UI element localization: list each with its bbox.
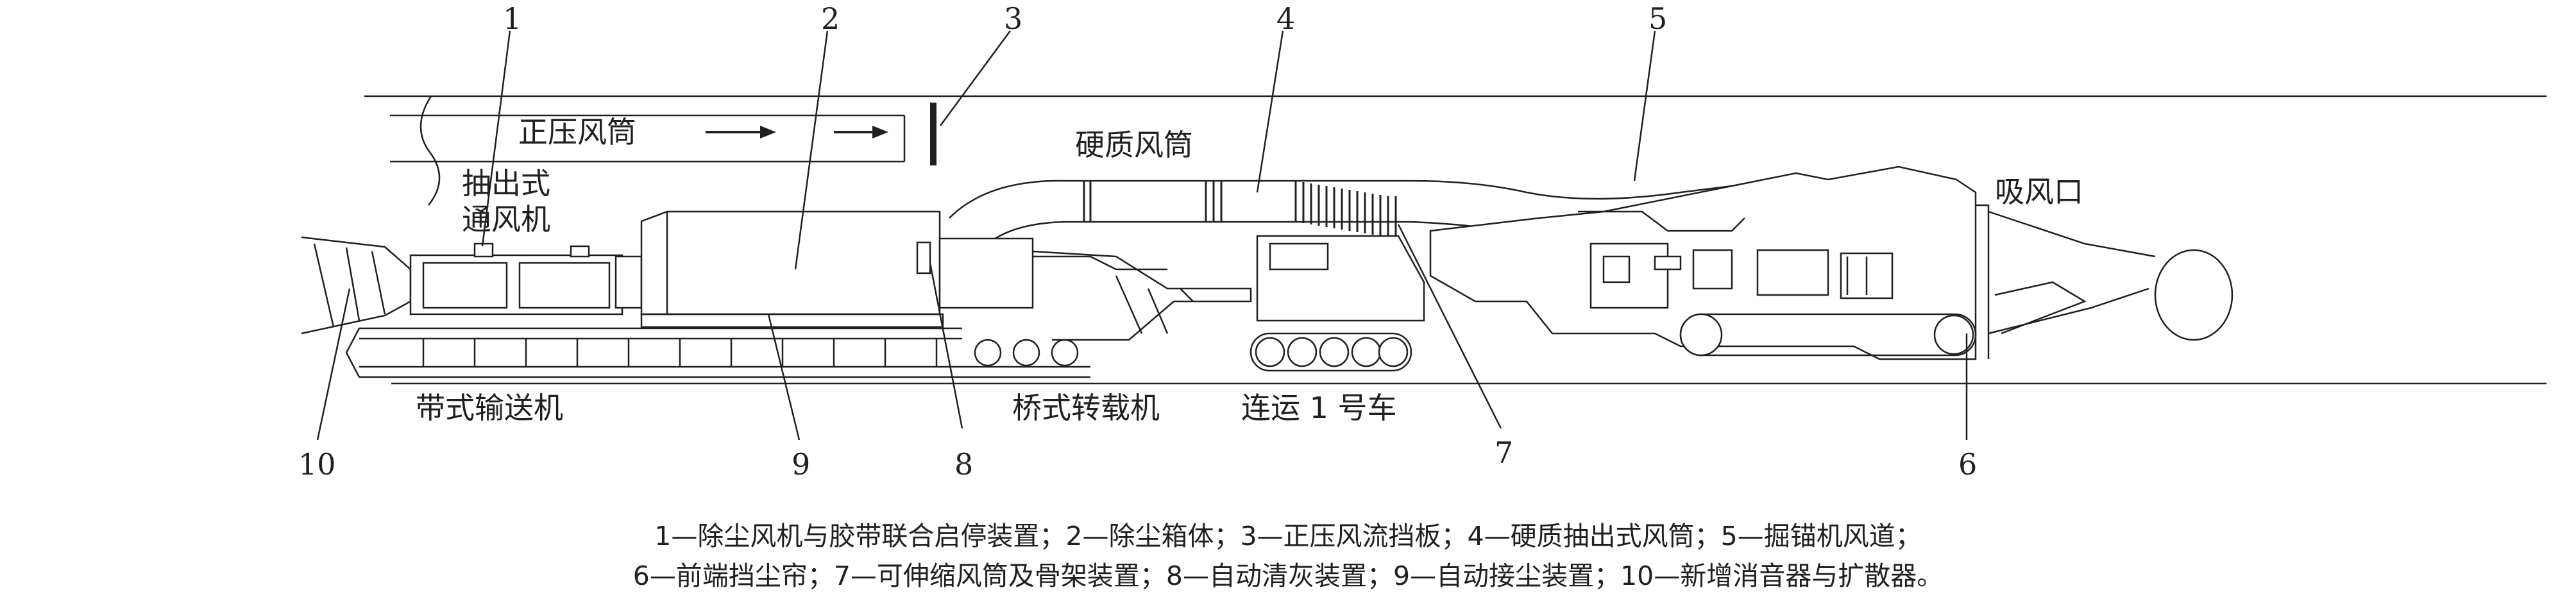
callout-10: 10 [298, 447, 336, 482]
label-shuttle-car: 连运 1 号车 [1241, 391, 1397, 425]
callout-4: 4 [1276, 1, 1295, 36]
dust-removal-fan [409, 242, 643, 316]
callout-9: 9 [792, 447, 810, 482]
label-bridge-loader: 桥式转载机 [1012, 391, 1160, 425]
label-positive-duct: 正压风筒 [518, 115, 636, 149]
tunnel-outline [364, 95, 2546, 385]
callout-5: 5 [1648, 1, 1667, 36]
positive-pressure-duct [390, 103, 936, 165]
label-hard-duct: 硬质风筒 [1075, 128, 1193, 162]
label-suction-inlet: 吸风口 [1995, 174, 2083, 209]
caption-line-1: 1—除尘风机与胶带联合启停装置；2—除尘箱体；3—正压风流挡板；4—硬质抽出式风… [654, 521, 1921, 551]
cutting-head [1988, 210, 2233, 341]
dust-removal-box [640, 210, 944, 328]
leader-lines [316, 30, 1968, 441]
label-belt-conveyor: 带式输送机 [416, 391, 563, 425]
callout-2: 2 [821, 1, 840, 36]
callout-7: 7 [1495, 435, 1513, 470]
label-extraction-fan-2: 通风机 [462, 202, 550, 237]
caption-line-2: 6—前端挡尘帘；7—可伸缩风筒及骨架装置；8—自动清灰装置；9—自动接尘装置；1… [633, 560, 1944, 591]
flow-arrow-2 [872, 126, 888, 139]
callout-6: 6 [1958, 447, 1977, 482]
callout-3: 3 [1004, 1, 1022, 36]
belt-conveyor [345, 327, 1090, 378]
bridge-loader [938, 237, 1252, 341]
flow-arrow-1 [760, 126, 776, 139]
label-extraction-fan-1: 抽出式 [462, 166, 550, 201]
callout-1: 1 [503, 1, 521, 36]
callout-8: 8 [954, 447, 973, 482]
flexible-duct-corrugations [1083, 181, 1397, 236]
shuttle-car [1250, 235, 1425, 372]
silencer-diffuser [301, 236, 412, 335]
bolter-miner [1429, 165, 1990, 360]
